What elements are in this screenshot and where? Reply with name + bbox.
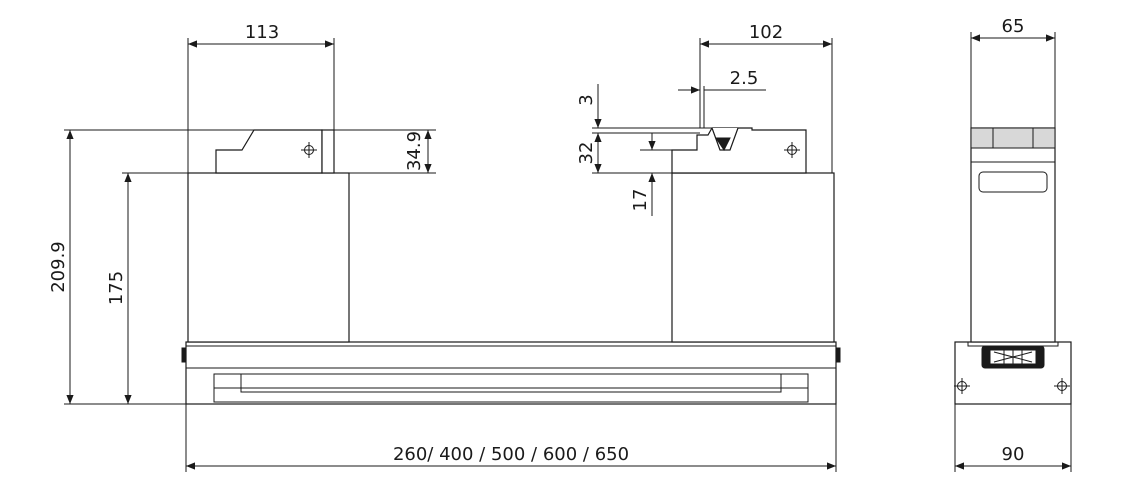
left-mount-hole [301, 142, 317, 158]
dim-notch-offset: 2.5 [730, 68, 759, 89]
right-housing [671, 172, 835, 343]
right-end-clip [835, 347, 841, 363]
dim-notch-depth: 3 [576, 94, 597, 105]
left-end-clip [181, 347, 187, 363]
side-view [954, 127, 1072, 405]
side-housing-top [970, 127, 1056, 149]
side-housing-handle [978, 171, 1048, 193]
dim-notch-lower: 17 [630, 189, 651, 212]
side-housing [970, 127, 1056, 343]
right-mount-hole [784, 142, 800, 158]
left-housing-block [321, 129, 335, 174]
side-dimensions: 65 90 [954, 16, 1072, 472]
dim-top-right-width: 102 [749, 22, 783, 43]
dim-notch-height: 32 [576, 142, 597, 165]
side-housing-window [992, 127, 1034, 149]
left-housing-head [215, 129, 323, 174]
side-right-hole [1054, 378, 1070, 394]
base-rail [185, 341, 837, 405]
dim-side-base-width: 90 [1002, 444, 1025, 465]
dim-total-height: 209.9 [48, 241, 69, 293]
dim-side-top-width: 65 [1002, 16, 1025, 37]
dim-body-height: 175 [106, 271, 127, 305]
side-left-hole [954, 378, 970, 394]
base-slot-inner [240, 373, 782, 393]
dim-overall-length: 260/ 400 / 500 / 600 / 650 [393, 444, 629, 465]
dim-left-step: 34.9 [404, 131, 425, 171]
front-dimensions: 113 102 2.5 3 32 17 34.9 209.9 175 260/ … [48, 22, 837, 472]
left-housing [187, 172, 350, 343]
front-view [181, 127, 841, 405]
dim-top-left-width: 113 [245, 22, 279, 43]
side-connector [981, 345, 1045, 369]
right-notch-fill [715, 137, 731, 151]
